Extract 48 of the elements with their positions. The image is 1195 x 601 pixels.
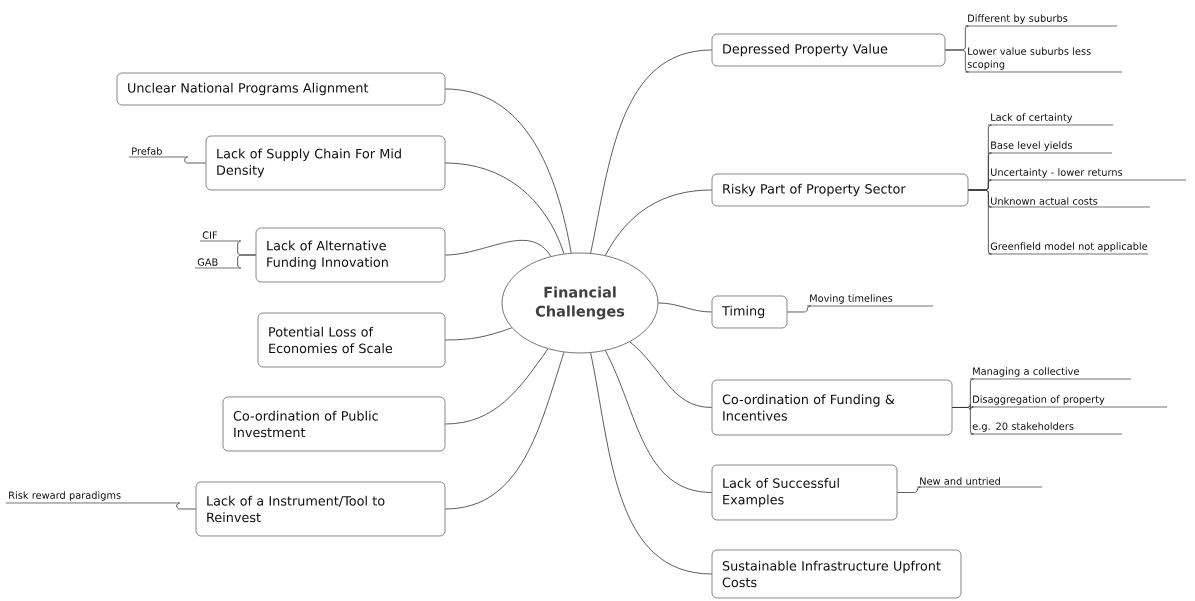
- connector-line: [658, 302, 713, 313]
- connector-line: [786, 305, 811, 313]
- topic-box: Sustainable Infrastructure Upfront Costs: [711, 549, 962, 599]
- connector-line: [237, 254, 257, 269]
- connector-line: [444, 348, 549, 425]
- subtopic-text: e.g. 20 stakeholders: [969, 422, 1123, 435]
- topic-box: Lack of Successful Examples: [711, 464, 898, 521]
- subtopic-text: Uncertainty - lower returns: [987, 168, 1187, 181]
- connector-line: [184, 156, 207, 164]
- connector-line: [896, 486, 921, 493]
- topic-box: Lack of Supply Chain For Mid Density: [205, 135, 446, 191]
- connector-line: [176, 502, 197, 510]
- subtopic-text: Greenfield model not applicable: [987, 242, 1149, 255]
- topic-box: Depressed Property Value: [711, 33, 946, 67]
- connector-line: [604, 350, 713, 493]
- topic-box: Lack of Alternative Funding Innovation: [255, 227, 446, 283]
- subtopic-text: Base level yields: [987, 141, 1113, 154]
- subtopic-text: Lower value suburbs less scoping: [964, 47, 1123, 73]
- subtopic-text: Different by suburbs: [964, 14, 1118, 27]
- subtopic-text: New and untried: [916, 477, 1043, 488]
- topic-box: Co-ordination of Public Investment: [222, 396, 446, 452]
- connector-line: [951, 407, 974, 435]
- subtopic-text: Unknown actual costs: [987, 197, 1151, 208]
- connector-line: [967, 189, 992, 255]
- connector-line: [444, 239, 552, 257]
- subtopic-text: GAB: [194, 258, 239, 269]
- subtopic-text: Managing a collective: [969, 367, 1132, 380]
- connector-line: [590, 352, 713, 575]
- topic-box: Unclear National Programs Alignment: [116, 72, 446, 106]
- topic-box: Risky Part of Property Sector: [711, 173, 969, 207]
- subtopic-text: Moving timelines: [806, 294, 934, 307]
- topic-box: Lack of a Instrument/Tool to Reinvest: [195, 481, 446, 537]
- connector-line: [444, 88, 572, 254]
- subtopic-text: Lack of certainty: [987, 113, 1114, 126]
- topic-box: Timing: [711, 295, 788, 329]
- subtopic-text: Disaggregation of property: [969, 395, 1168, 408]
- topic-box: Potential Loss of Economies of Scale: [257, 312, 446, 368]
- connector-line: [604, 189, 713, 256]
- topic-box: Co-ordination of Funding & Incentives: [711, 379, 953, 436]
- connector-line: [444, 351, 565, 510]
- subtopic-text: Risk reward paradigms: [5, 491, 178, 504]
- connector-line: [444, 327, 513, 341]
- connector-line: [444, 162, 565, 255]
- connector-line: [590, 49, 713, 254]
- connector-line: [629, 341, 713, 408]
- subtopic-text: CIF: [199, 231, 239, 242]
- connector-line: [944, 49, 969, 73]
- subtopic-text: Prefab: [128, 147, 186, 158]
